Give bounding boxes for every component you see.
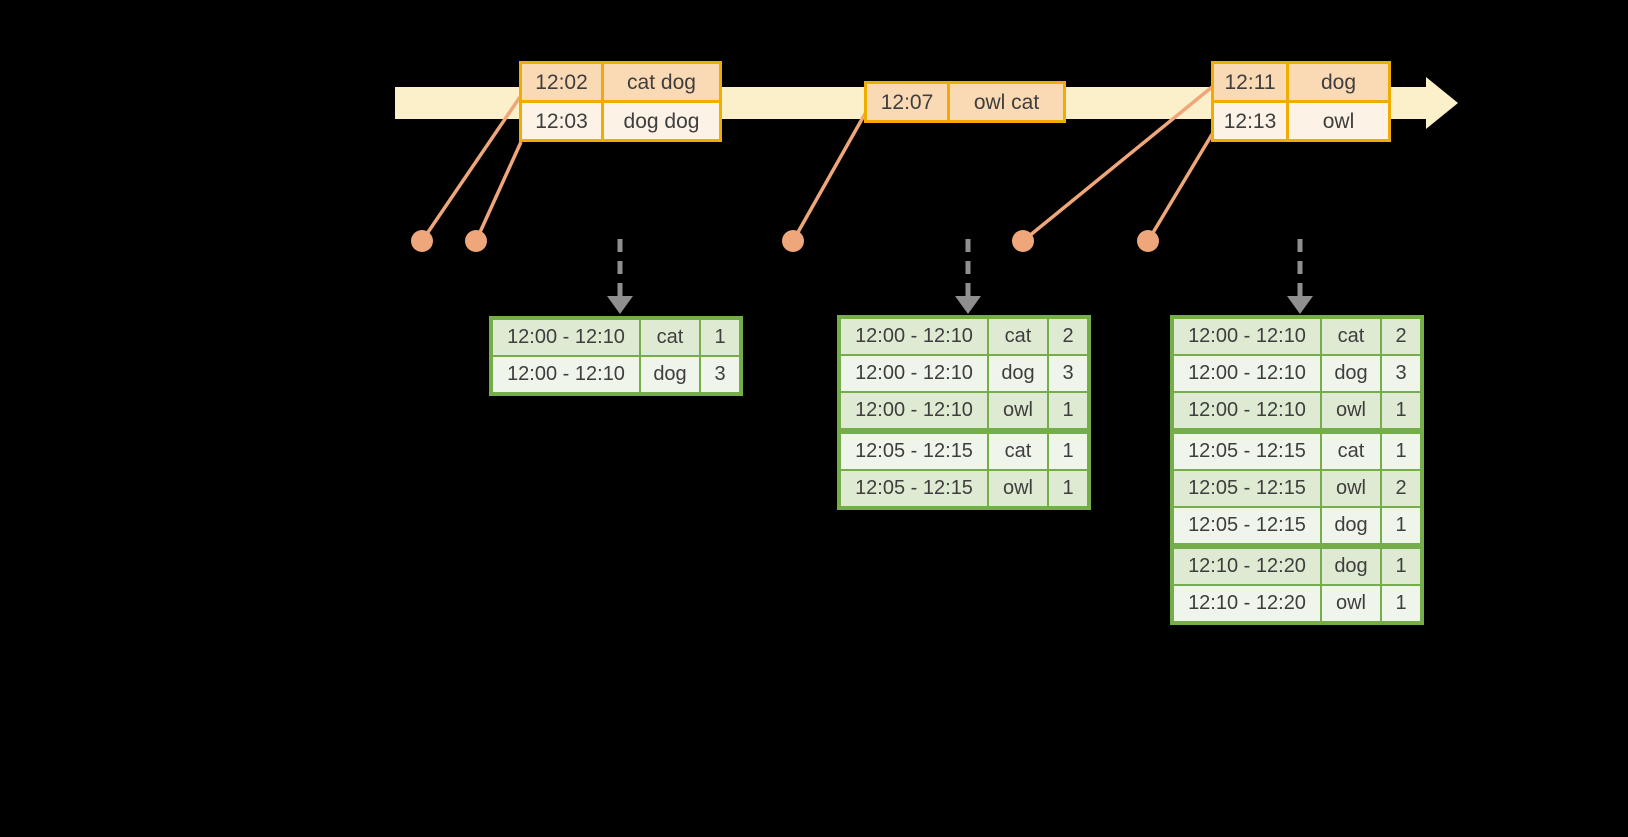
window-cell: 12:00 - 12:10 — [493, 357, 639, 392]
trigger-arrowhead-2-icon — [955, 296, 981, 314]
event-table-3: 12:11 dog 12:13 owl — [1211, 61, 1391, 142]
window-cell: 12:10 - 12:20 — [1174, 586, 1320, 621]
result-row: 12:05 - 12:15 dog 1 — [1174, 508, 1420, 543]
event-dot-1202 — [411, 230, 433, 252]
result-row: 12:00 - 12:10 dog 3 — [493, 357, 739, 392]
word-cell: owl — [989, 393, 1047, 428]
trigger-arrowhead-3-icon — [1287, 296, 1313, 314]
window-cell: 12:05 - 12:15 — [1174, 471, 1320, 506]
result-row: 12:00 - 12:10 cat 1 — [493, 320, 739, 355]
window-cell: 12:00 - 12:10 — [841, 319, 987, 354]
word-cell: cat — [989, 434, 1047, 469]
event-dot-1213 — [1137, 230, 1159, 252]
event-time: 12:02 — [522, 64, 601, 100]
word-cell: dog — [989, 356, 1047, 391]
event-row: 12:02 cat dog — [522, 64, 719, 100]
event-time: 12:13 — [1214, 103, 1286, 139]
count-cell: 1 — [701, 320, 739, 355]
event-row: 12:11 dog — [1214, 64, 1388, 100]
trigger-arrowheads — [607, 296, 1313, 314]
event-time: 12:03 — [522, 103, 601, 139]
event-words: cat dog — [604, 64, 719, 100]
result-row: 12:00 - 12:10 dog 3 — [1174, 356, 1420, 391]
count-cell: 1 — [1382, 549, 1420, 584]
result-table-2: 12:00 - 12:10 cat 2 12:00 - 12:10 dog 3 … — [837, 315, 1091, 510]
event-words: owl — [1289, 103, 1388, 139]
timeline-arrowhead-icon — [1426, 77, 1458, 129]
window-cell: 12:00 - 12:10 — [841, 356, 987, 391]
result-row: 12:05 - 12:15 owl 1 — [841, 471, 1087, 506]
event-words: owl cat — [950, 84, 1063, 120]
event-dots — [411, 230, 1159, 252]
word-cell: cat — [989, 319, 1047, 354]
event-connector-lines — [420, 85, 1216, 243]
event-words: dog dog — [604, 103, 719, 139]
trigger-arrowhead-1-icon — [607, 296, 633, 314]
window-cell: 12:00 - 12:10 — [841, 393, 987, 428]
event-time: 12:07 — [867, 84, 947, 120]
result-row: 12:05 - 12:15 cat 1 — [841, 434, 1087, 469]
word-cell: cat — [1322, 434, 1380, 469]
count-cell: 1 — [1049, 434, 1087, 469]
window-cell: 12:00 - 12:10 — [1174, 319, 1320, 354]
result-row: 12:00 - 12:10 cat 2 — [841, 319, 1087, 354]
result-row: 12:00 - 12:10 owl 1 — [841, 393, 1087, 428]
word-cell: owl — [989, 471, 1047, 506]
event-words: dog — [1289, 64, 1388, 100]
word-cell: dog — [1322, 508, 1380, 543]
window-cell: 12:05 - 12:15 — [1174, 508, 1320, 543]
connector-line-1207 — [791, 111, 868, 242]
event-table-2: 12:07 owl cat — [864, 81, 1066, 123]
result-row: 12:05 - 12:15 owl 2 — [1174, 471, 1420, 506]
result-row: 12:00 - 12:10 owl 1 — [1174, 393, 1420, 428]
word-cell: cat — [1322, 319, 1380, 354]
trigger-arrow-lines — [617, 239, 1303, 297]
count-cell: 1 — [1049, 393, 1087, 428]
count-cell: 2 — [1382, 471, 1420, 506]
result-row: 12:00 - 12:10 cat 2 — [1174, 319, 1420, 354]
count-cell: 1 — [1382, 586, 1420, 621]
word-cell: dog — [1322, 356, 1380, 391]
result-row: 12:10 - 12:20 dog 1 — [1174, 549, 1420, 584]
event-row: 12:03 dog dog — [522, 103, 719, 139]
count-cell: 2 — [1049, 319, 1087, 354]
event-dot-1211 — [1012, 230, 1034, 252]
window-cell: 12:05 - 12:15 — [841, 471, 987, 506]
connector-line-1213 — [1146, 130, 1216, 242]
result-table-1: 12:00 - 12:10 cat 1 12:00 - 12:10 dog 3 — [489, 316, 743, 396]
connector-line-1211 — [1021, 85, 1214, 243]
count-cell: 1 — [1382, 434, 1420, 469]
event-dot-1203 — [465, 230, 487, 252]
word-cell: dog — [641, 357, 699, 392]
window-cell: 12:00 - 12:10 — [1174, 393, 1320, 428]
count-cell: 1 — [1382, 393, 1420, 428]
count-cell: 1 — [1049, 471, 1087, 506]
result-table-3: 12:00 - 12:10 cat 2 12:00 - 12:10 dog 3 … — [1170, 315, 1424, 625]
window-cell: 12:05 - 12:15 — [1174, 434, 1320, 469]
window-cell: 12:10 - 12:20 — [1174, 549, 1320, 584]
word-cell: owl — [1322, 393, 1380, 428]
word-cell: owl — [1322, 471, 1380, 506]
word-cell: dog — [1322, 549, 1380, 584]
event-table-1: 12:02 cat dog 12:03 dog dog — [519, 61, 722, 142]
count-cell: 3 — [1049, 356, 1087, 391]
count-cell: 2 — [1382, 319, 1420, 354]
word-cell: cat — [641, 320, 699, 355]
count-cell: 3 — [701, 357, 739, 392]
event-row: 12:13 owl — [1214, 103, 1388, 139]
result-row: 12:10 - 12:20 owl 1 — [1174, 586, 1420, 621]
window-cell: 12:05 - 12:15 — [841, 434, 987, 469]
window-cell: 12:00 - 12:10 — [493, 320, 639, 355]
event-time: 12:11 — [1214, 64, 1286, 100]
result-row: 12:00 - 12:10 dog 3 — [841, 356, 1087, 391]
count-cell: 1 — [1382, 508, 1420, 543]
word-cell: owl — [1322, 586, 1380, 621]
result-row: 12:05 - 12:15 cat 1 — [1174, 434, 1420, 469]
window-cell: 12:00 - 12:10 — [1174, 356, 1320, 391]
connector-line-1203 — [474, 141, 523, 242]
event-dot-1207 — [782, 230, 804, 252]
event-row: 12:07 owl cat — [867, 84, 1063, 120]
count-cell: 3 — [1382, 356, 1420, 391]
connector-line-1202 — [420, 96, 522, 242]
